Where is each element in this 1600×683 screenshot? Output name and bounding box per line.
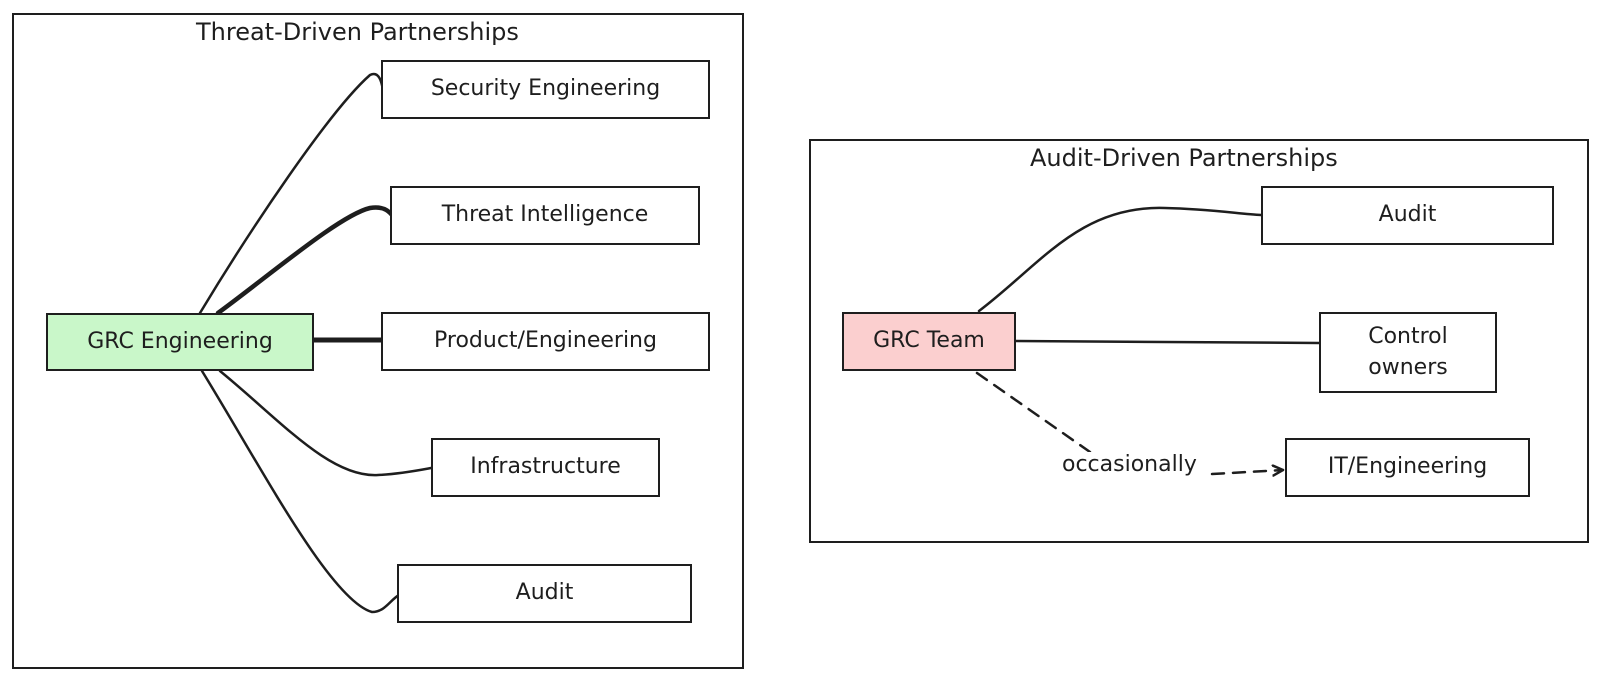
audit-driven-frame bbox=[809, 139, 1589, 543]
node-control-owners[interactable]: Control owners bbox=[1319, 312, 1497, 393]
edge-label-occasionally: occasionally bbox=[1060, 452, 1199, 477]
node-product-engineering-label: Product/Engineering bbox=[434, 328, 657, 354]
node-audit-threat-label: Audit bbox=[515, 580, 574, 606]
node-audit-audit-driven-label: Audit bbox=[1378, 202, 1437, 228]
node-grc-engineering-label: GRC Engineering bbox=[87, 328, 273, 354]
audit-driven-frame-title: Audit-Driven Partnerships bbox=[1030, 144, 1338, 172]
node-grc-team[interactable]: GRC Team bbox=[842, 312, 1016, 371]
node-threat-intelligence[interactable]: Threat Intelligence bbox=[390, 186, 700, 245]
node-infrastructure[interactable]: Infrastructure bbox=[431, 438, 660, 497]
node-audit-threat[interactable]: Audit bbox=[397, 564, 692, 623]
node-grc-engineering[interactable]: GRC Engineering bbox=[46, 313, 314, 371]
node-grc-team-label: GRC Team bbox=[873, 328, 985, 354]
threat-driven-frame-title: Threat-Driven Partnerships bbox=[196, 18, 519, 46]
node-infrastructure-label: Infrastructure bbox=[470, 454, 621, 480]
node-product-engineering[interactable]: Product/Engineering bbox=[381, 312, 710, 371]
threat-driven-frame bbox=[12, 13, 744, 669]
node-security-engineering-label: Security Engineering bbox=[430, 76, 661, 102]
node-it-engineering-label: IT/Engineering bbox=[1327, 454, 1488, 480]
node-security-engineering[interactable]: Security Engineering bbox=[381, 60, 710, 119]
node-threat-intelligence-label: Threat Intelligence bbox=[441, 202, 649, 228]
node-control-owners-label: Control owners bbox=[1368, 323, 1448, 380]
node-audit-audit-driven[interactable]: Audit bbox=[1261, 186, 1554, 245]
node-it-engineering[interactable]: IT/Engineering bbox=[1285, 438, 1530, 497]
